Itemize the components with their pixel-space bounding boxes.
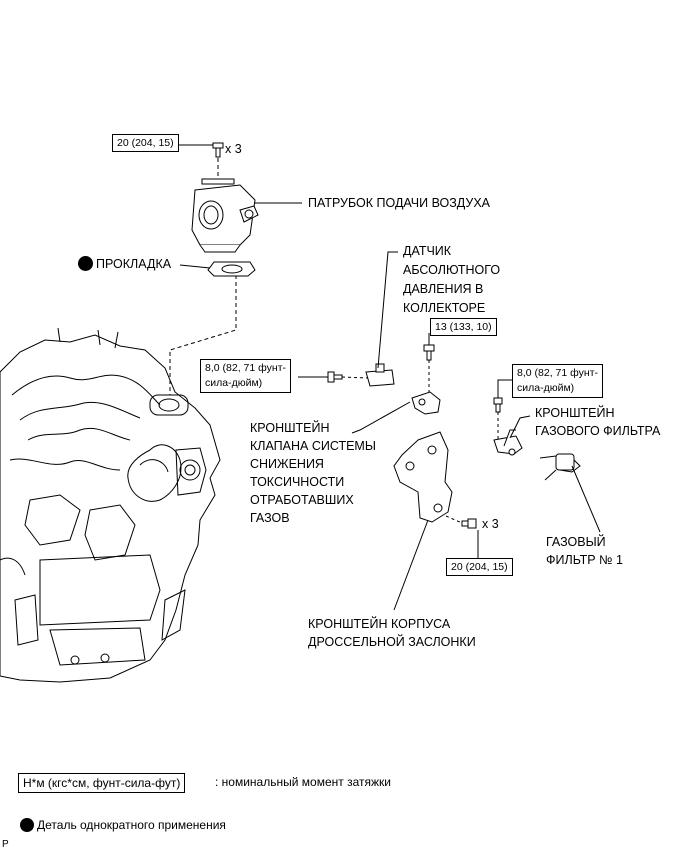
label-map-sensor: ДАТЧИК АБСОЛЮТНОГО ДАВЛЕНИЯ В КОЛЛЕКТОРЕ bbox=[403, 244, 501, 315]
gas-filter-bracket-illustration bbox=[493, 429, 523, 456]
label-gasket: ПРОКЛАДКА bbox=[96, 257, 172, 271]
sensor-bolt-guide bbox=[341, 376, 369, 379]
legend-single-use-row: Деталь однократного применения bbox=[20, 815, 226, 835]
torque-throttle-bracket: 20 (204, 15) bbox=[446, 558, 513, 576]
throttle-bracket-illustration bbox=[393, 431, 453, 523]
label-air-inlet: ПАТРУБОК ПОДАЧИ ВОЗДУХА bbox=[308, 196, 490, 210]
air-inlet-bolt bbox=[212, 142, 224, 158]
label-gasket-row: ПРОКЛАДКА bbox=[78, 254, 171, 274]
gas-filter-torque-leader bbox=[497, 379, 512, 398]
throttle-bolt-count: x 3 bbox=[482, 517, 499, 531]
corner-mark: P bbox=[2, 839, 9, 850]
gas-filter-bracket-bolt bbox=[493, 397, 503, 413]
label-gas-filter-bracket: КРОНШТЕЙН ГАЗОВОГО ФИЛЬТРА bbox=[535, 406, 661, 438]
map-sensor-leader bbox=[377, 251, 398, 369]
throttle-bracket-leader bbox=[393, 519, 429, 611]
sensor-bolt bbox=[327, 371, 343, 383]
gasket-illustration bbox=[207, 261, 256, 277]
air-inlet-pipe-illustration bbox=[191, 178, 259, 253]
throttle-bracket-bolt bbox=[461, 518, 477, 529]
throttle-bolt-guide bbox=[445, 515, 463, 524]
map-sensor-illustration bbox=[365, 363, 395, 387]
torque-air-inlet: 20 (204, 15) bbox=[112, 134, 179, 152]
air-inlet-bolt-count: x 3 bbox=[225, 142, 242, 156]
gas-filter-illustration bbox=[539, 453, 581, 481]
legend-unit-text: : номинальный момент затяжки bbox=[215, 775, 391, 789]
gas-filter-leader bbox=[571, 465, 601, 533]
torque-gas-filter-bracket: 8,0 (82, 71 фунт- сила-дюйм) bbox=[512, 364, 603, 398]
single-use-marker-icon bbox=[78, 256, 93, 271]
legend-unit-box: Н*м (кгс*см, фунт-сила-фут) bbox=[18, 773, 186, 793]
torque-egr-bracket: 13 (133, 10) bbox=[430, 318, 497, 336]
single-use-legend-icon bbox=[20, 818, 34, 832]
egr-bracket-leader bbox=[351, 401, 411, 434]
label-gas-filter: ГАЗОВЫЙ ФИЛЬТР № 1 bbox=[546, 535, 623, 567]
egr-bracket-illustration bbox=[411, 391, 441, 415]
egr-bracket-bolt bbox=[423, 344, 435, 361]
gasket-leader bbox=[179, 264, 211, 269]
engine-block-illustration bbox=[0, 327, 221, 683]
label-egr-bracket: КРОНШТЕЙН КЛАПАНА СИСТЕМЫ СНИЖЕНИЯ ТОКСИ… bbox=[250, 421, 376, 525]
legend-single-use: Деталь однократного применения bbox=[37, 818, 226, 832]
gas-filter-bracket-leader bbox=[509, 415, 531, 439]
torque-sensor-bolt: 8,0 (82, 71 фунт- сила-дюйм) bbox=[200, 359, 291, 393]
label-throttle-bracket: КРОНШТЕЙН КОРПУСА ДРОССЕЛЬНОЙ ЗАСЛОНКИ bbox=[308, 617, 476, 649]
